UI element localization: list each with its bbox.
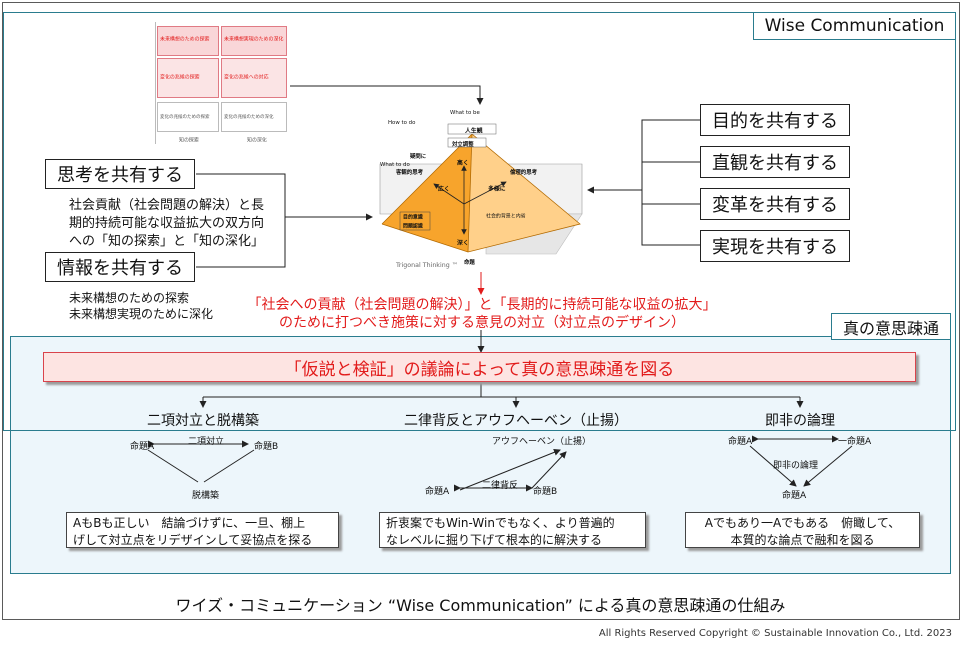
method-caption-2: Aでもあり一Aでもある 俯瞰して、 本質的な論点で融和を図る <box>685 512 920 548</box>
share-change-box: 変革を共有する <box>700 188 850 220</box>
matrix-cell-title: 変化の兆候の探索 <box>160 74 200 81</box>
method-caption-0-line-1: げして対立点をリデザインして妥協点を探る <box>73 533 313 547</box>
pyramid-right-face <box>468 134 580 252</box>
pyramid-edges <box>381 133 581 253</box>
pyramid-top-label: 人生観 <box>465 127 483 135</box>
matrix-cell-3: 変化の兆候への対応 <box>221 58 287 98</box>
red-statement-line-0: 「社会への貢献（社会問題の解決）」と「長期的に持続可能な収益の拡大」 <box>247 297 717 313</box>
red-statement-line-1: のために打つべき施策に対する意見の対立（対立点のデザイン） <box>279 315 685 331</box>
method0-node-label: 二項対立 <box>188 437 225 447</box>
share-information-box: 情報を共有する <box>45 252 195 282</box>
matrix-cell-title: 変化の兆候への対応 <box>224 74 269 81</box>
matrix-cell-4: 変化の兆候のための探索 <box>157 102 219 132</box>
copyright: All Rights Reserved Copyright © Sustaina… <box>598 628 952 639</box>
wise-communication-tag: Wise Communication <box>753 12 956 40</box>
method-caption-1-line-0: 折衷案でもWin-Winでもなく、より普遍的 <box>386 516 615 530</box>
pyramid-side-label-how: How to do <box>388 120 416 126</box>
pyramid-side-label-what-be: What to be <box>450 110 480 116</box>
banner: 「仮説と検証」の議論によって真の意思疎通を図る <box>43 352 916 382</box>
share-information-line-0: 未来構想のための探索 <box>69 291 190 305</box>
pyramid-brand: Trigonal Thinking ™ <box>396 262 459 269</box>
pyramid-mid-label-1: 疑問に <box>410 153 427 160</box>
pyramid-axis-wide: 広く <box>438 185 450 193</box>
share-intuition-box: 直観を共有する <box>700 146 850 178</box>
pyramid-center-note: 社会的背景と内省 <box>486 213 526 220</box>
pyramid-center-edge <box>467 133 473 253</box>
pyramid-left-panel-label: 客観的思考 <box>396 169 424 176</box>
method0-node-a: 命題A <box>130 442 155 452</box>
method2-node-not-a: 一命題A <box>838 437 872 447</box>
matrix-cell-title: 変化の兆候のための探索 <box>160 114 210 120</box>
footer-title: ワイズ・コミュニケーション “Wise Communication” による真の… <box>175 596 786 615</box>
method-caption-1: 折衷案でもWin-Winでもなく、より普遍的 なレベルに掘り下げて根本的に解決す… <box>379 512 646 548</box>
pyramid-left-inner-0: 目的意識 <box>403 214 423 221</box>
pyramid-mid-label-0: 対立調整 <box>452 141 474 148</box>
share-purpose-box: 目的を共有する <box>700 104 850 136</box>
method-diagram-2 <box>749 435 853 487</box>
pyramid-left-inner-1: 問題認識 <box>403 223 423 230</box>
matrix-thumbnail: 未来構想のための探索 未来構想実現のための深化 変化の兆候の探索 変化の兆候への… <box>141 22 289 144</box>
method-caption-1-line-1: なレベルに掘り下げて根本的に解決する <box>386 533 603 547</box>
method-caption-2-line-1: 本質的な論点で融和を図る <box>730 533 875 547</box>
method-caption-0: AもBも正しい 結論づけずに、一旦、棚上 げして対立点をリデザインして妥協点を探… <box>66 512 339 548</box>
pyramid-left-inner-box <box>399 211 431 231</box>
matrix-cell-title: 未来構想のための探索 <box>160 36 210 43</box>
matrix-cell-title: 変化の兆候のための深化 <box>224 114 274 120</box>
method-diagram-0 <box>147 440 255 483</box>
method1-node-b: 命題B <box>533 487 558 497</box>
pyramid-bottom-label: 命題 <box>464 259 475 266</box>
method-caption-2-line-0: Aでもあり一Aでもある 俯瞰して、 <box>704 516 901 530</box>
method1-node-label: 二律背反 <box>482 481 519 491</box>
banner-text: 「仮説と検証」の議論によって真の意思疎通を図る <box>284 359 675 380</box>
method-title-0: 二項対立と脱構築 <box>147 413 259 429</box>
share-realization-box: 実現を共有する <box>700 230 850 262</box>
matrix-cell-1: 未来構想実現のための深化 <box>221 26 287 56</box>
method1-node-top: アウフヘーベン（止揚） <box>492 437 592 447</box>
method-title-1: 二律背反とアウフヘーベン（止揚） <box>404 413 628 429</box>
matrix-bottom-label-explore: 知の探索 <box>179 137 199 144</box>
pyramid-right-panel-label: 倫理的思考 <box>510 169 538 176</box>
true-communication-tag: 真の意思疎通 <box>831 313 951 340</box>
matrix-cell-0: 未来構想のための探索 <box>157 26 219 56</box>
matrix-cell-title: 未来構想実現のための深化 <box>224 36 284 43</box>
method-diagram-1 <box>454 448 567 492</box>
matrix-cell-5: 変化の兆候のための深化 <box>221 102 287 132</box>
share-thinking-line-0: 社会貢献（社会問題の解決）と長 <box>69 198 265 213</box>
matrix-bottom-label-deepen: 知の深化 <box>247 137 267 144</box>
wise-frame <box>3 12 956 431</box>
share-information-line-1: 未来構想実現のために深化 <box>69 307 214 321</box>
outer-frame <box>2 2 960 620</box>
matrix-left-axis <box>141 22 156 144</box>
method2-node-result: 命題A <box>782 491 807 501</box>
method2-node-label: 即非の論理 <box>773 461 819 471</box>
method-caption-0-line-0: AもBも正しい 結論づけずに、一旦、棚上 <box>73 516 306 530</box>
matrix-cell-2: 変化の兆候の探索 <box>157 58 219 98</box>
pyramid-axis-many: 多様に <box>488 185 506 193</box>
method2-node-a: 命題A <box>728 437 753 447</box>
method0-node-b: 命題B <box>254 442 279 452</box>
share-thinking-line-1: 期的持続可能な収益拡大の双方向 <box>69 216 265 231</box>
trigonal-pyramid <box>379 123 583 255</box>
pyramid-side-label-what-do: What to do <box>380 162 410 168</box>
method1-node-a: 命題A <box>425 487 450 497</box>
share-thinking-box: 思考を共有する <box>45 159 195 189</box>
method-title-2: 即非の論理 <box>765 413 835 429</box>
pyramid-top-label-box <box>447 123 497 135</box>
share-thinking-line-2: への「知の探索」と「知の深化」 <box>69 234 265 249</box>
pyramid-mid-label-box <box>447 137 487 148</box>
pyramid-axis-top: 高く <box>457 159 469 167</box>
method0-node-result: 脱構築 <box>192 491 220 501</box>
pyramid-axis-deep: 深く <box>457 239 469 247</box>
